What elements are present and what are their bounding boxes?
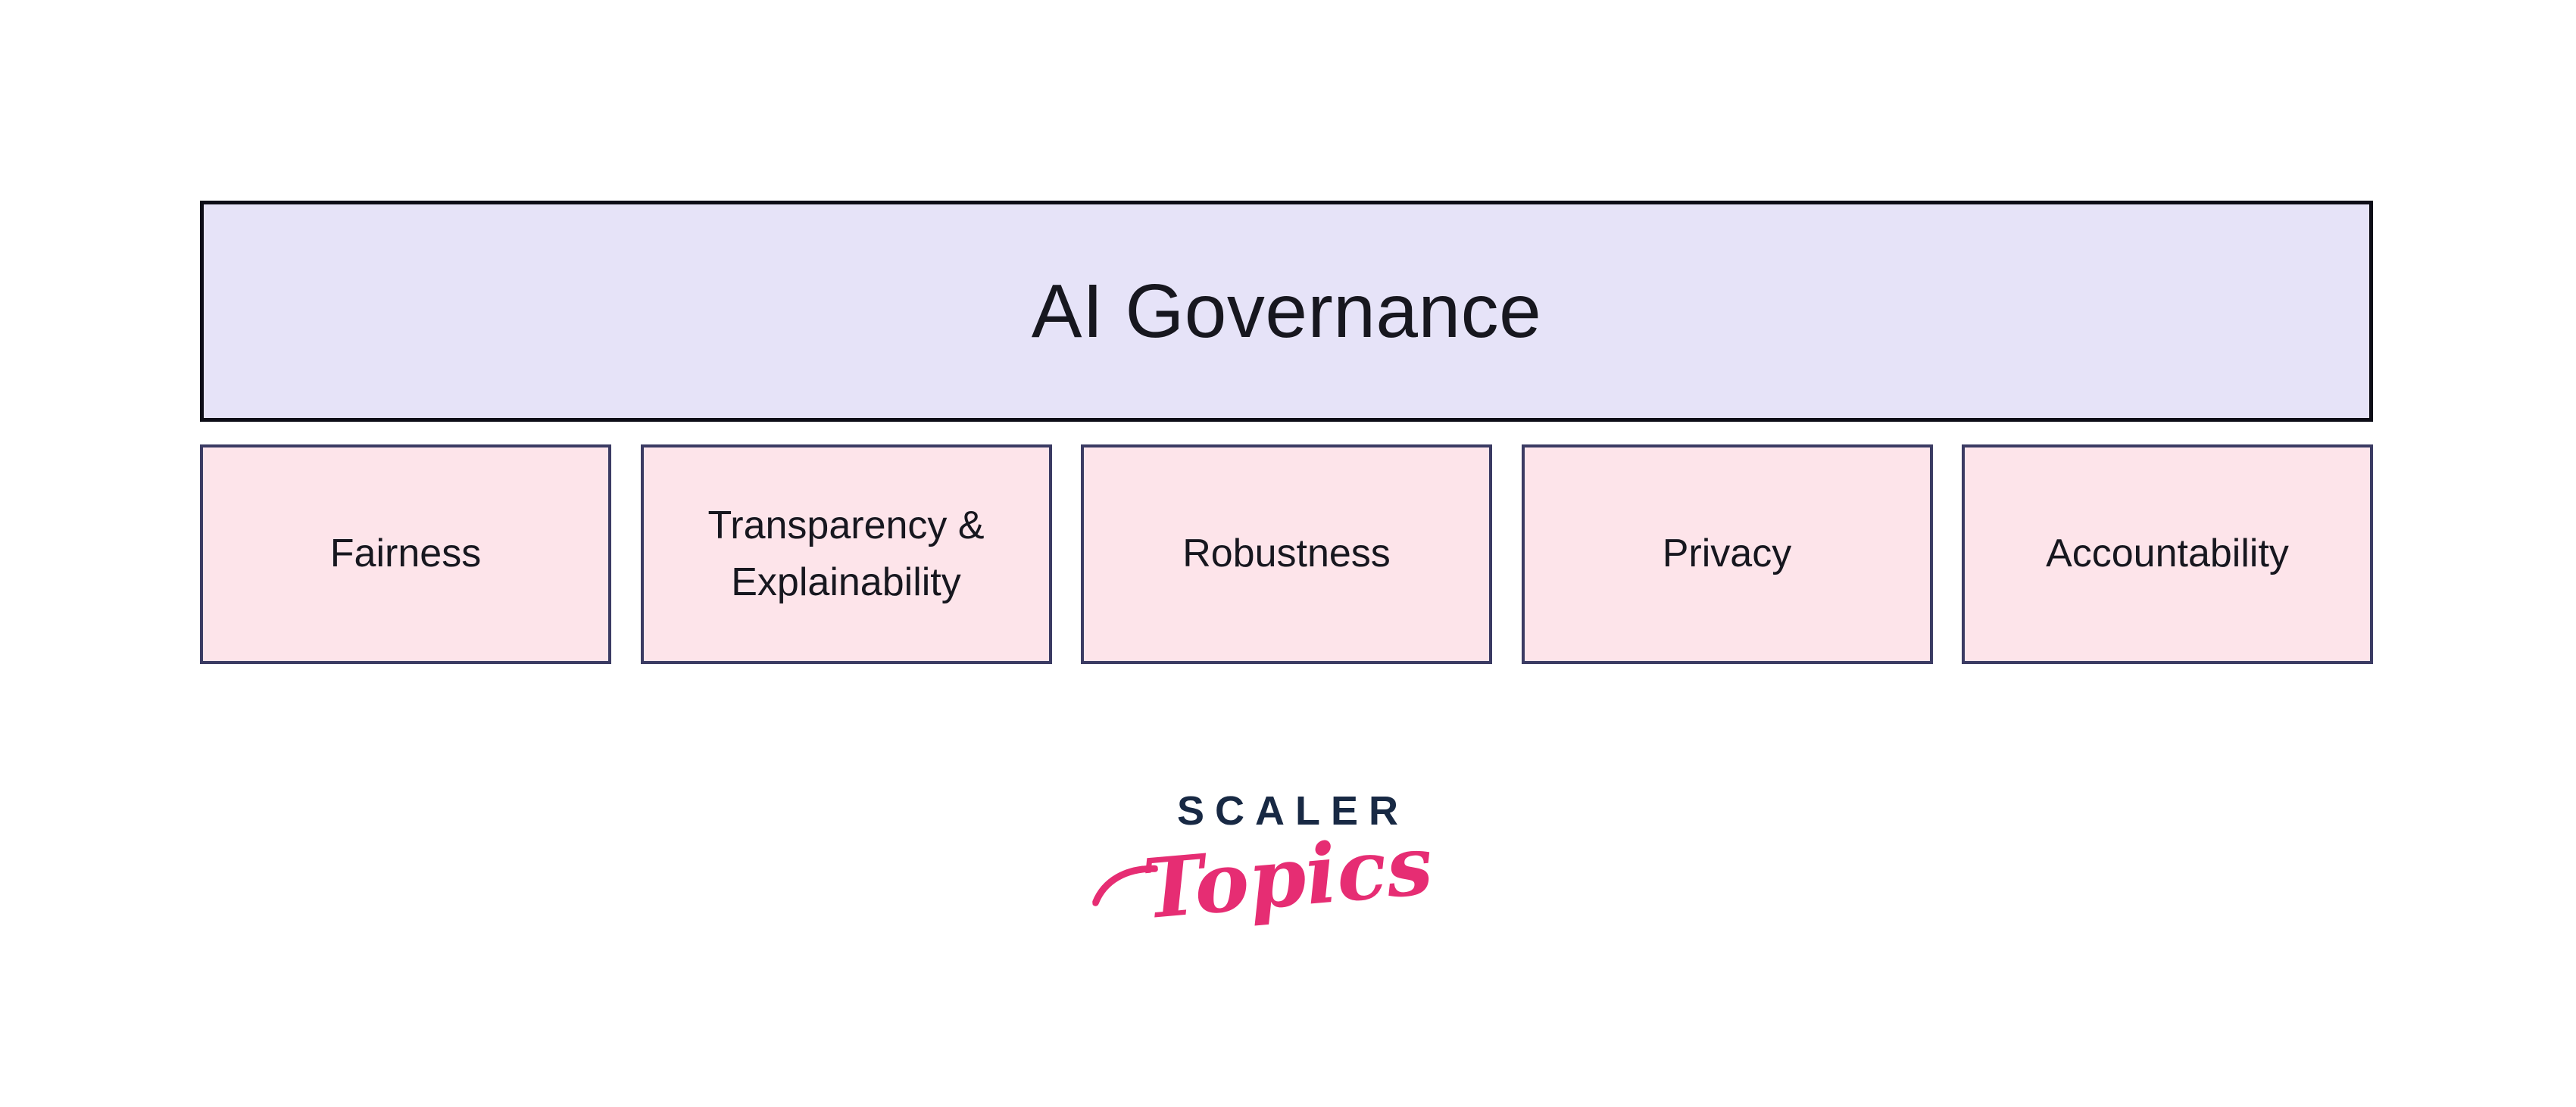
pillar-box-transparency-explainability: Transparency & Explainability	[640, 444, 1052, 664]
pillar-box-robustness: Robustness	[1081, 444, 1492, 664]
topics-wordmark-wrap: Topics	[1091, 817, 1437, 938]
pillar-box-accountability: Accountability	[1962, 444, 2373, 664]
ai-governance-box: AI Governance	[200, 201, 2373, 422]
pillar-box-privacy: Privacy	[1521, 444, 1933, 664]
scaler-wordmark: SCALER	[1176, 788, 1409, 834]
ai-governance-label: AI Governance	[1031, 268, 1542, 354]
pillar-label-privacy: Privacy	[1662, 532, 1792, 576]
pillar-label-transparency-explainability: Transparency & Explainability	[707, 503, 985, 604]
topics-wordmark: Topics	[1138, 817, 1437, 938]
pillar-box-fairness: Fairness	[200, 444, 611, 664]
pillar-label-accountability: Accountability	[2046, 532, 2289, 576]
pillar-row: Fairness Transparency & Explainability R…	[200, 444, 2373, 664]
pillar-label-fairness: Fairness	[329, 532, 482, 576]
scaler-topics-logo: SCALER Topics	[1091, 787, 1436, 937]
pillar-label-robustness: Robustness	[1182, 532, 1391, 576]
